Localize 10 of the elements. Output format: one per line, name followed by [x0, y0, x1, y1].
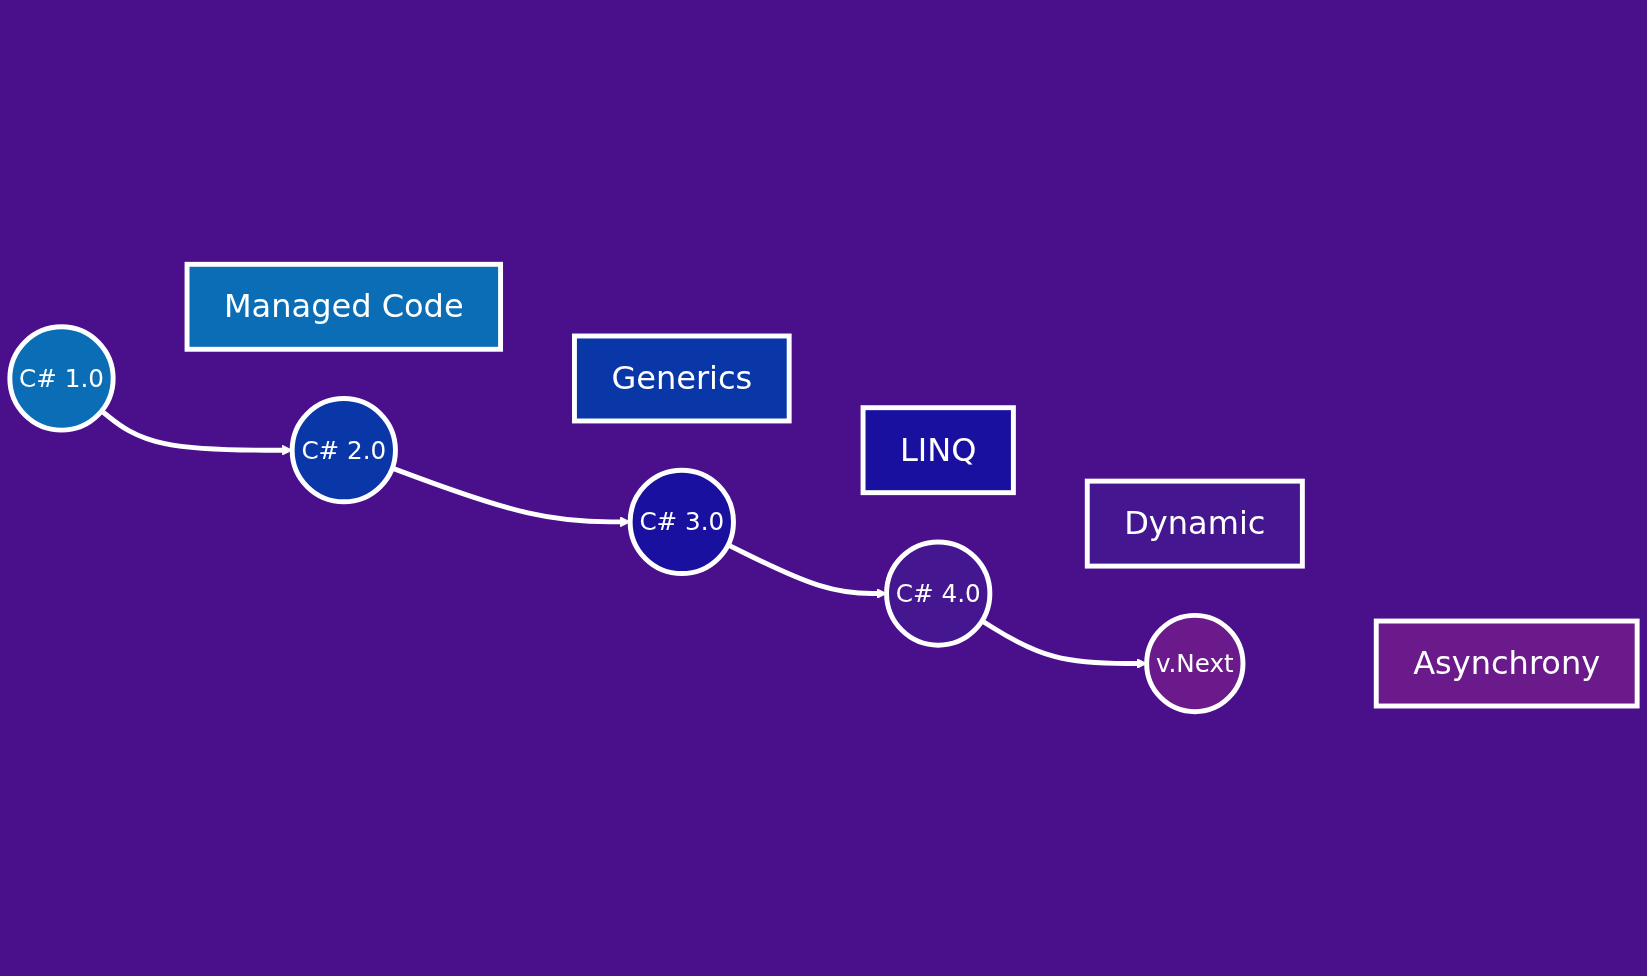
node-box: Generics	[572, 333, 792, 424]
node-box: LINQ	[860, 405, 1016, 496]
node-box: Asynchrony	[1373, 618, 1640, 709]
node-circle: C# 4.0	[884, 539, 993, 648]
node-circle: C# 1.0	[7, 324, 116, 433]
node-circle: C# 3.0	[627, 467, 736, 576]
node-circle: v.Next	[1144, 612, 1246, 715]
node-box: Managed Code	[184, 261, 504, 352]
node-box: Dynamic	[1084, 478, 1305, 569]
node-circle: C# 2.0	[289, 396, 398, 505]
